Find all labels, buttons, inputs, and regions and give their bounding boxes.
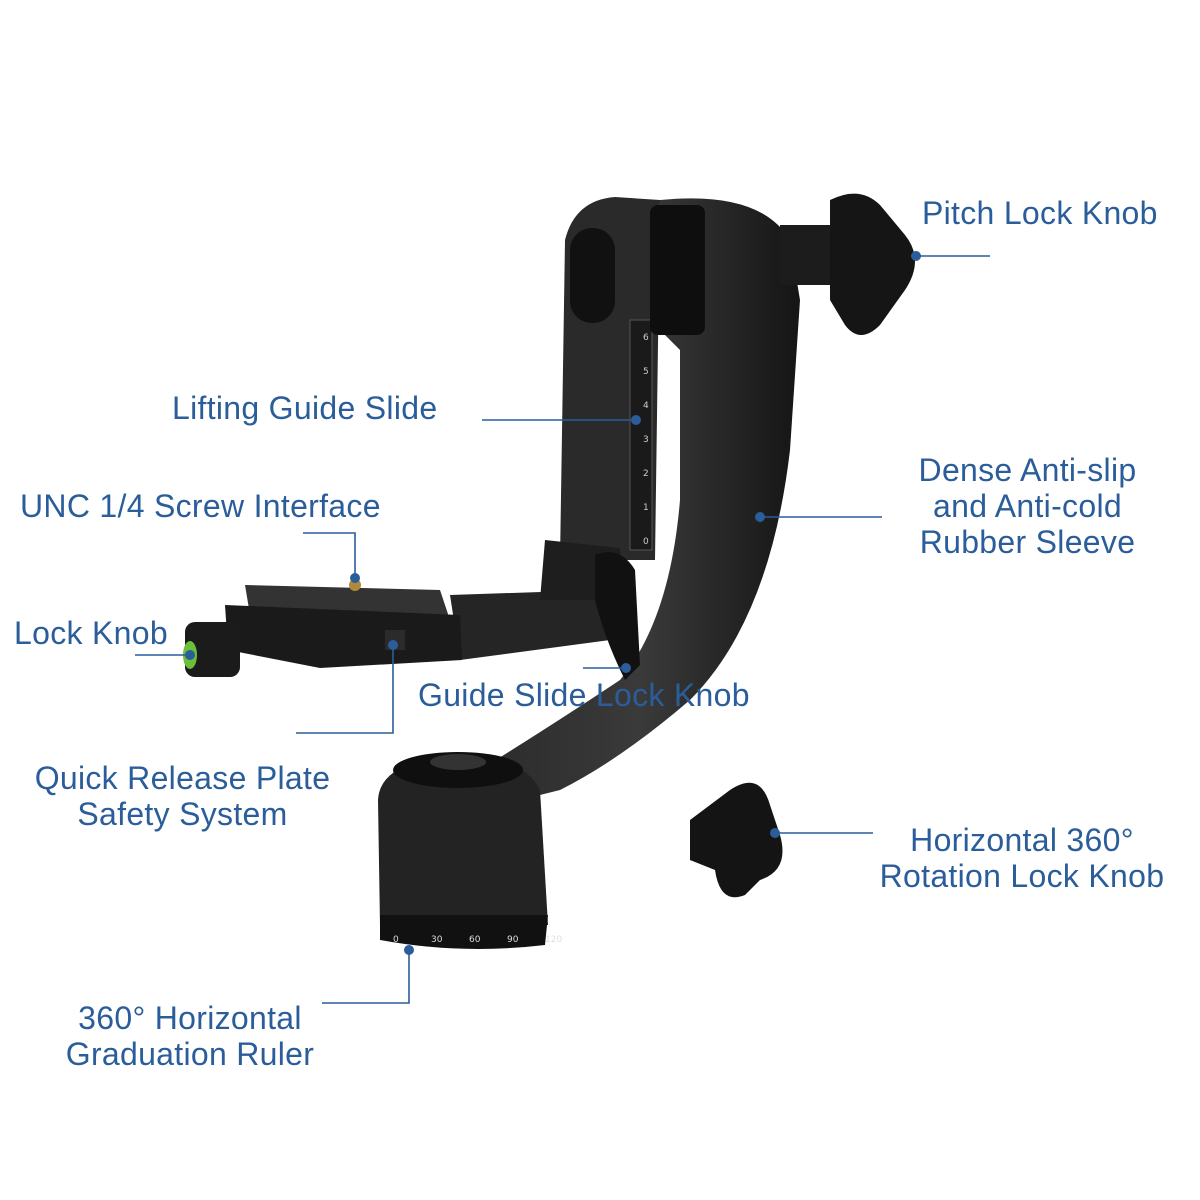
label-unc-screw: UNC 1/4 Screw Interface [20, 488, 381, 524]
label-line: Dense Anti-slip [918, 452, 1137, 488]
scale-mark: 0 [643, 537, 649, 547]
lifting-guide-slide: 6 5 4 3 2 1 0 [560, 197, 660, 560]
label-line: Horizontal 360° [910, 822, 1134, 858]
label-dense-sleeve: Dense Anti-slip and Anti-cold Rubber Sle… [885, 452, 1170, 560]
scale-mark: 3 [643, 435, 649, 445]
scale-mark: 6 [643, 333, 649, 343]
quick-release-plate [183, 540, 640, 680]
label-line: and Anti-cold [933, 488, 1122, 524]
leader-dots [185, 251, 921, 955]
label-line: Rubber Sleeve [919, 524, 1136, 560]
scale-mark: 1 [643, 503, 649, 513]
pitch-lock-knob [830, 193, 915, 335]
label-line: Quick Release Plate [34, 760, 331, 796]
leader-lines [135, 255, 990, 1004]
scale-mark: 90 [507, 935, 519, 945]
label-guide-slide-lock-knob: Guide Slide Lock Knob [418, 677, 750, 713]
label-line: Graduation Ruler [65, 1036, 315, 1072]
scale-mark: 60 [469, 935, 481, 945]
scale-mark: 4 [643, 401, 649, 411]
scale-mark: 2 [643, 469, 649, 479]
scale-mark: 5 [643, 367, 649, 377]
label-quick-release: Quick Release Plate Safety System [20, 760, 345, 832]
rotation-base: 0 30 60 90 120 [378, 752, 562, 949]
label-lock-knob: Lock Knob [14, 615, 168, 651]
label-lifting-guide-slide: Lifting Guide Slide [172, 390, 438, 426]
scale-mark: 120 [545, 935, 562, 945]
horizontal-rotation-knob [690, 782, 783, 898]
scale-mark: 0 [393, 935, 399, 945]
label-line: 360° Horizontal [78, 1000, 302, 1036]
label-line: Rotation Lock Knob [879, 858, 1165, 894]
label-horizontal-rotation: Horizontal 360° Rotation Lock Knob [862, 822, 1182, 894]
rubber-sleeve-arm [480, 198, 800, 801]
label-graduation-ruler: 360° Horizontal Graduation Ruler [50, 1000, 330, 1072]
label-line: Safety System [77, 796, 288, 832]
label-pitch-lock-knob: Pitch Lock Knob [922, 195, 1158, 231]
scale-mark: 30 [431, 935, 443, 945]
